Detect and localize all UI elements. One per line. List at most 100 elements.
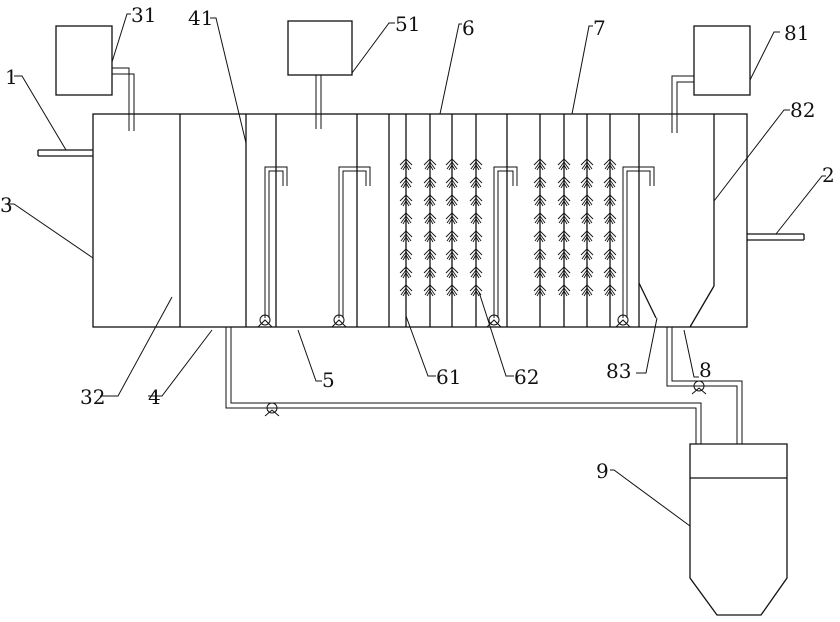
airlift-tube-1 (257, 166, 288, 328)
filler-tuft (445, 248, 459, 261)
label-7: 7 (593, 16, 606, 40)
inlet-pipe (37, 149, 93, 157)
filler-tuft (580, 248, 594, 261)
label-4: 4 (148, 385, 161, 409)
sludge-discharge-pipe (225, 327, 702, 444)
filler-tuft (557, 248, 571, 261)
filler-tuft (603, 248, 617, 261)
filler-tuft (445, 230, 459, 243)
filler-tuft (399, 158, 413, 171)
filler-tuft (603, 266, 617, 279)
filler-tuft (423, 230, 437, 243)
filler-tuft (445, 212, 459, 225)
filler-tuft (445, 266, 459, 279)
filler-tuft (533, 158, 547, 171)
dosing-tank-31 (55, 25, 135, 131)
filler-tuft (557, 194, 571, 207)
label-41: 41 (188, 6, 213, 30)
label-9: 9 (596, 459, 609, 483)
label-83: 83 (606, 359, 631, 383)
filler-tuft (580, 284, 594, 297)
airlift-tube-2 (331, 166, 371, 328)
filler-tuft (533, 248, 547, 261)
label-2: 2 (822, 163, 835, 187)
filler-tuft (423, 176, 437, 189)
label-51: 51 (395, 12, 420, 36)
filler-tuft (423, 284, 437, 297)
filler-media-zone-7 (533, 158, 617, 297)
filler-tuft (469, 194, 483, 207)
filler-tuft (557, 212, 571, 225)
filler-tuft (399, 194, 413, 207)
outlet-pipe (747, 233, 805, 241)
main-tank (92, 113, 748, 328)
label-31: 31 (131, 3, 156, 27)
filler-tuft (423, 248, 437, 261)
filler-tuft (469, 230, 483, 243)
filler-tuft (533, 266, 547, 279)
filler-tuft (580, 212, 594, 225)
label-1: 1 (5, 65, 18, 89)
filler-tuft (469, 212, 483, 225)
filler-tuft (603, 212, 617, 225)
filler-tuft (557, 230, 571, 243)
label-8: 8 (699, 358, 712, 382)
filler-tuft (399, 248, 413, 261)
filler-tuft (557, 284, 571, 297)
filler-tuft (533, 284, 547, 297)
filler-tuft (580, 230, 594, 243)
dosing-tank-51 (287, 20, 353, 129)
filler-tuft (469, 248, 483, 261)
filler-tuft (557, 266, 571, 279)
filler-tuft (557, 158, 571, 171)
filler-tuft (423, 212, 437, 225)
filler-tuft (399, 212, 413, 225)
label-61: 61 (436, 365, 461, 389)
airlift-tube-4 (615, 166, 655, 328)
sludge-tank (689, 443, 788, 616)
filler-tuft (399, 176, 413, 189)
label-32: 32 (80, 385, 105, 409)
filler-tuft (469, 158, 483, 171)
filler-tuft (399, 266, 413, 279)
filler-tuft (603, 176, 617, 189)
label-6: 6 (462, 16, 475, 40)
filler-tuft (423, 194, 437, 207)
filler-tuft (423, 158, 437, 171)
airlift-tube-3 (486, 166, 518, 328)
dosing-tank-81 (671, 25, 751, 133)
filler-tuft (580, 266, 594, 279)
leader-lines (6, 13, 826, 527)
filler-tuft (469, 284, 483, 297)
filler-tuft (533, 230, 547, 243)
label-5: 5 (322, 368, 335, 392)
filler-tuft (603, 230, 617, 243)
filler-tuft (533, 176, 547, 189)
filler-tuft (399, 284, 413, 297)
filler-media-zone-6 (399, 158, 483, 297)
label-3: 3 (0, 193, 13, 217)
filler-tuft (399, 230, 413, 243)
label-82: 82 (790, 98, 815, 122)
filler-tuft (603, 194, 617, 207)
filler-tuft (580, 194, 594, 207)
filler-tuft (533, 194, 547, 207)
partitions (179, 114, 715, 328)
filler-tuft (445, 158, 459, 171)
filler-tuft (603, 284, 617, 297)
filler-tuft (603, 158, 617, 171)
filler-tuft (423, 266, 437, 279)
filler-tuft (445, 194, 459, 207)
label-81: 81 (784, 21, 809, 45)
filler-tuft (469, 266, 483, 279)
sludge-pipe-8 (666, 327, 743, 444)
filler-tuft (580, 158, 594, 171)
label-62: 62 (514, 365, 539, 389)
filler-tuft (445, 176, 459, 189)
filler-tuft (580, 176, 594, 189)
filler-tuft (469, 176, 483, 189)
filler-tuft (533, 212, 547, 225)
filler-tuft (445, 284, 459, 297)
filler-tuft (557, 176, 571, 189)
